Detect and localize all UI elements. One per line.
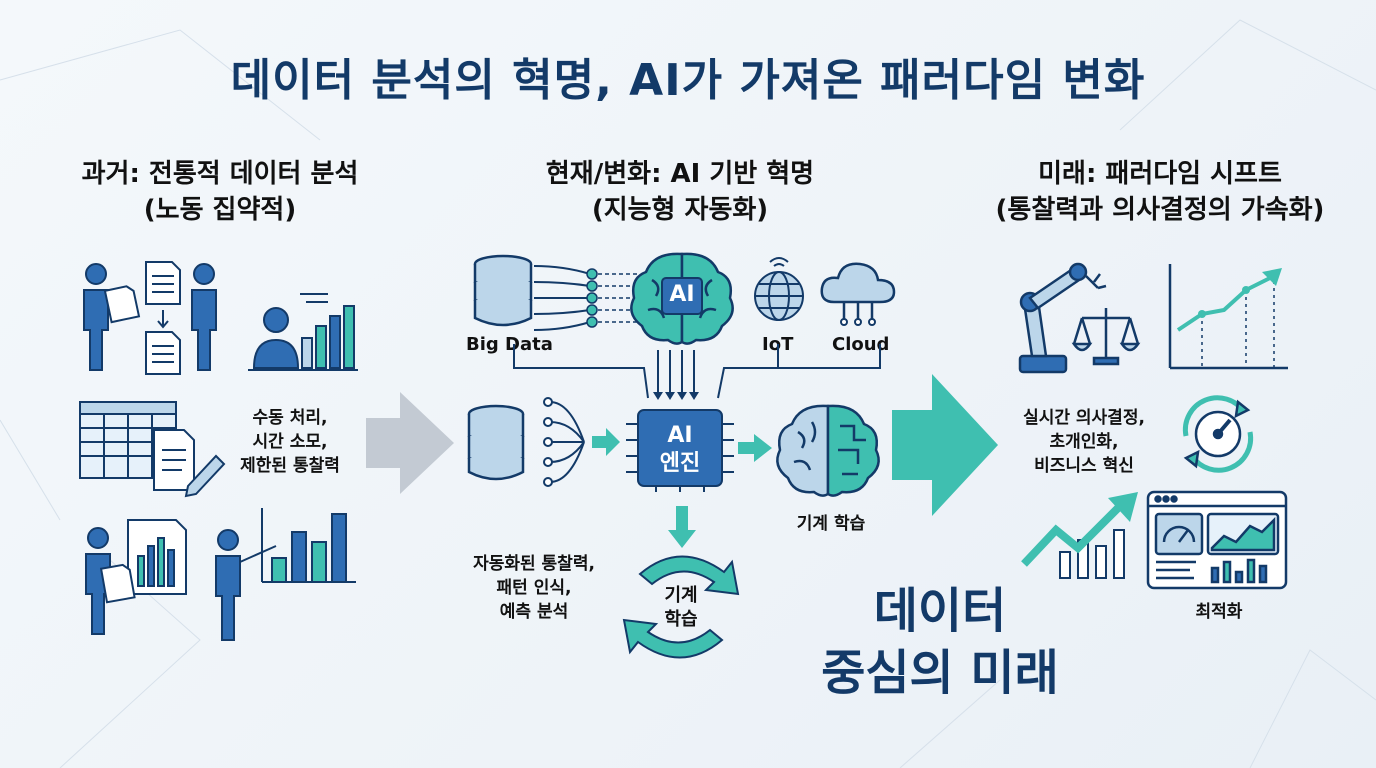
center-statement-line2: 중심의 미래 (821, 645, 1059, 701)
past-note-line1: 수동 처리, (252, 408, 328, 428)
ai-engine-label-line2: 엔진 (659, 451, 701, 476)
growth-line-chart-icon (1168, 264, 1288, 370)
data-to-brain-connectors (533, 265, 638, 331)
present-heading: 현재/변화: AI 기반 혁명 (지능형 자동화) (480, 156, 880, 228)
robot-arm-scales-icon (1018, 262, 1141, 374)
cycle-label-line1: 기계 (664, 585, 698, 606)
spreadsheet-pen-icon (79, 401, 226, 498)
big-data-database-icon (473, 254, 533, 327)
past-heading-line1: 과거: 전통적 데이터 분석 (81, 159, 359, 189)
machine-learning-brain-icon (776, 404, 880, 497)
past-note-line3: 제한된 통찰력 (240, 456, 340, 476)
ai-brain-icon (630, 252, 734, 345)
present-heading-line2: (지능형 자동화) (591, 195, 769, 225)
rising-arrow-bars-icon (1021, 492, 1138, 579)
optimization-label: 최적화 (1195, 602, 1243, 622)
automation-note-line2: 패턴 인식, (496, 578, 572, 598)
speed-gauge-icon (1182, 395, 1254, 473)
present-heading-line1: 현재/변화: AI 기반 혁명 (545, 159, 815, 189)
future-heading-line2: (통찰력과 의사결정의 가속화) (995, 195, 1325, 225)
person-with-report-icon (85, 519, 187, 635)
gray-transition-arrow (366, 392, 454, 494)
past-note: 수동 처리, 시간 소모, 제한된 통찰력 (228, 406, 352, 478)
database-connectors (543, 397, 620, 487)
future-heading: 미래: 패러다임 시프트 (통찰력과 의사결정의 가속화) (960, 156, 1360, 228)
ai-brain-label: AI (669, 282, 695, 307)
page-title: 데이터 분석의 혁명, AI가 가져온 패러다임 변화 (230, 55, 1146, 106)
person-desk-chart-icon (248, 293, 358, 371)
cloud-icon (820, 262, 896, 326)
ai-engine-label-line1: AI (667, 423, 693, 448)
center-statement: 데이터 중심의 미래 (780, 580, 1100, 704)
cloud-label: Cloud (832, 334, 890, 355)
big-data-label: Big Data (466, 334, 553, 355)
automation-note-line3: 예측 분석 (499, 602, 569, 622)
past-heading: 과거: 전통적 데이터 분석 (노동 집약적) (40, 156, 400, 228)
learning-cycle-icon (622, 555, 740, 659)
teal-transition-arrow (892, 374, 998, 516)
engine-to-learning-arrow (738, 434, 772, 462)
cycle-label: 기계 학습 (650, 584, 712, 632)
database-icon (467, 404, 525, 481)
ai-engine-chip-icon (626, 409, 734, 492)
presenter-chart-icon (215, 508, 356, 641)
ai-engine-label: AI 엔진 (640, 422, 720, 478)
future-note-line1: 실시간 의사결정, (1023, 408, 1145, 428)
future-heading-line1: 미래: 패러다임 시프트 (1038, 159, 1282, 189)
machine-learning-label: 기계 학습 (796, 514, 866, 534)
automation-note: 자동화된 통찰력, 패턴 인식, 예측 분석 (454, 552, 614, 624)
automation-note-line1: 자동화된 통찰력, (473, 554, 595, 574)
dashboard-icon (1146, 490, 1288, 590)
past-heading-line2: (노동 집약적) (143, 195, 297, 225)
future-note-line2: 초개인화, (1049, 432, 1119, 452)
cycle-label-line2: 학습 (664, 609, 698, 630)
future-note-line3: 비즈니스 혁신 (1034, 456, 1134, 476)
inputs-to-engine-lines (513, 344, 881, 400)
past-note-line2: 시간 소모, (252, 432, 328, 452)
engine-to-cycle-arrow (668, 506, 696, 548)
future-note: 실시간 의사결정, 초개인화, 비즈니스 혁신 (1004, 406, 1164, 478)
center-statement-line1: 데이터 (873, 583, 1007, 639)
iot-globe-icon (754, 257, 804, 321)
people-exchanging-documents-icon (83, 261, 217, 375)
